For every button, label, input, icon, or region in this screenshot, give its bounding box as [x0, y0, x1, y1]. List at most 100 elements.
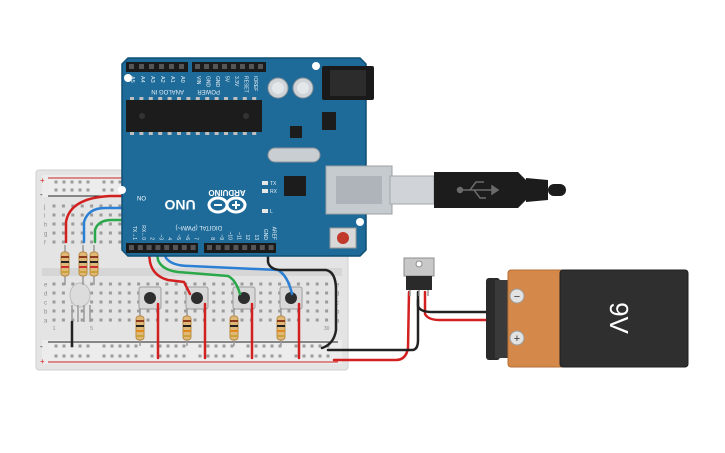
pulldown-resistor-4[interactable]: [276, 308, 286, 346]
wire-black-battery[interactable]: [416, 298, 498, 314]
battery-9v[interactable]: − + 9V: [486, 269, 689, 368]
label-analog-in: ANALOG IN: [151, 88, 184, 94]
row-letter: a: [44, 319, 48, 325]
header-bottom-pins: [129, 245, 274, 250]
resistor-1[interactable]: [60, 245, 70, 285]
column-number: 30: [324, 326, 330, 332]
arduino-logo: [207, 196, 247, 214]
analog-pin-label: A1: [169, 76, 175, 83]
battery-positive-symbol: +: [514, 333, 520, 345]
digital-pin-label: ~11: [235, 232, 241, 240]
row-letter: e: [44, 283, 48, 289]
microcontroller-chip: [126, 100, 262, 132]
row-letter: d: [44, 292, 47, 298]
row-letter: b: [336, 310, 340, 316]
digital-pin-label: 13: [253, 234, 259, 240]
usb-cable[interactable]: [389, 172, 566, 208]
row-letter: c: [44, 301, 47, 307]
power-pin-label: 3.3V: [233, 76, 239, 87]
digital-pin-label: 12: [244, 234, 250, 240]
analog-pin-label: A4: [139, 76, 145, 83]
wire-red-button1[interactable]: [146, 244, 192, 296]
pulldown-resistor-3[interactable]: [229, 308, 239, 346]
led-resistors: [60, 245, 99, 285]
analog-pin-label: A3: [149, 76, 155, 83]
row-letter: f: [44, 241, 46, 247]
power-pin-label: 5V: [224, 76, 230, 83]
pulldown-resistor-1[interactable]: [135, 308, 145, 346]
push-button-4[interactable]: [279, 286, 303, 310]
pulldown-resistors: [135, 308, 286, 346]
row-letter: g: [44, 232, 47, 238]
wire-blue-button3[interactable]: [160, 244, 294, 296]
chip-pins: [130, 97, 257, 135]
digital-pin-label: 7: [193, 237, 199, 240]
wire-green-button2[interactable]: [154, 244, 242, 296]
wire-black-gnd[interactable]: [266, 246, 338, 350]
row-letter: d: [336, 292, 339, 298]
digital-pin-label: TX→1: [131, 226, 137, 240]
power-pin-label: IOREF: [252, 76, 258, 91]
row-letter: h: [44, 223, 47, 229]
digital-pin-label: ~3: [157, 234, 163, 240]
power-pin-label: GND: [214, 76, 220, 88]
digital-pin-label: ~5: [175, 234, 181, 240]
row-letter: a: [336, 319, 340, 325]
rgb-led[interactable]: [69, 282, 91, 322]
battery-negative-symbol: −: [514, 291, 520, 303]
row-letter: j: [43, 205, 45, 211]
digital-pin-label: 8: [209, 237, 215, 240]
led-label: RX: [270, 189, 278, 195]
led-label: TX: [270, 181, 277, 187]
wire-red-reg-rail[interactable]: [332, 290, 411, 362]
digital-pin-label: RX←0: [140, 225, 146, 240]
rail-minus-label-top: -: [40, 190, 43, 199]
power-pin-label: GND: [205, 76, 211, 88]
header-top-pins: [129, 64, 263, 69]
voltage-regulator[interactable]: [403, 257, 435, 296]
row-letter: e: [336, 283, 340, 289]
led-label: L: [270, 209, 273, 215]
label-digital: DIGITAL (PWM~): [175, 224, 222, 230]
arduino-model: UNO: [164, 197, 195, 213]
digital-pin-label: ~6: [184, 234, 190, 240]
column-number: 1: [53, 326, 56, 332]
row-letter: i: [44, 214, 45, 220]
analog-pin-label: A2: [159, 76, 165, 83]
wire-black-reg-rail[interactable]: [326, 290, 420, 352]
resistor-2[interactable]: [78, 245, 88, 285]
row-letter: b: [44, 310, 48, 316]
push-button-2[interactable]: [185, 286, 209, 310]
mounting-hole: [118, 186, 126, 194]
rail-plus-label-bottom: +: [40, 357, 45, 366]
analog-pin-label: A5: [129, 76, 135, 83]
status-leds: TX RX L: [262, 181, 278, 215]
usb-icon: [456, 181, 500, 199]
rail-minus-label-bottom: -: [40, 342, 43, 351]
wire-red-battery[interactable]: [423, 290, 498, 322]
resistor-3[interactable]: [89, 245, 99, 285]
battery-label: 9V: [604, 302, 634, 334]
push-button-1[interactable]: [138, 286, 162, 310]
digital-pin-label: ~9: [218, 234, 224, 240]
battery-positive-terminal[interactable]: [509, 330, 525, 346]
analog-pin-label: A0: [179, 76, 185, 83]
mounting-hole: [312, 62, 320, 70]
power-pin-label: RESET: [243, 76, 249, 93]
mounting-hole: [124, 74, 132, 82]
mounting-hole: [356, 218, 364, 226]
digital-pin-label: GND: [262, 229, 268, 241]
battery-negative-terminal[interactable]: [509, 288, 525, 304]
on-led-label: ON: [137, 194, 146, 200]
row-letter: c: [336, 301, 339, 307]
analog-pin-labels: A5 A4 A3 A2 A1 A0: [129, 76, 185, 83]
rail-plus-label-top: +: [40, 176, 45, 185]
digital-pin-label: 2: [149, 237, 155, 240]
pulldown-resistor-2[interactable]: [182, 308, 192, 346]
label-power: POWER: [197, 88, 220, 94]
